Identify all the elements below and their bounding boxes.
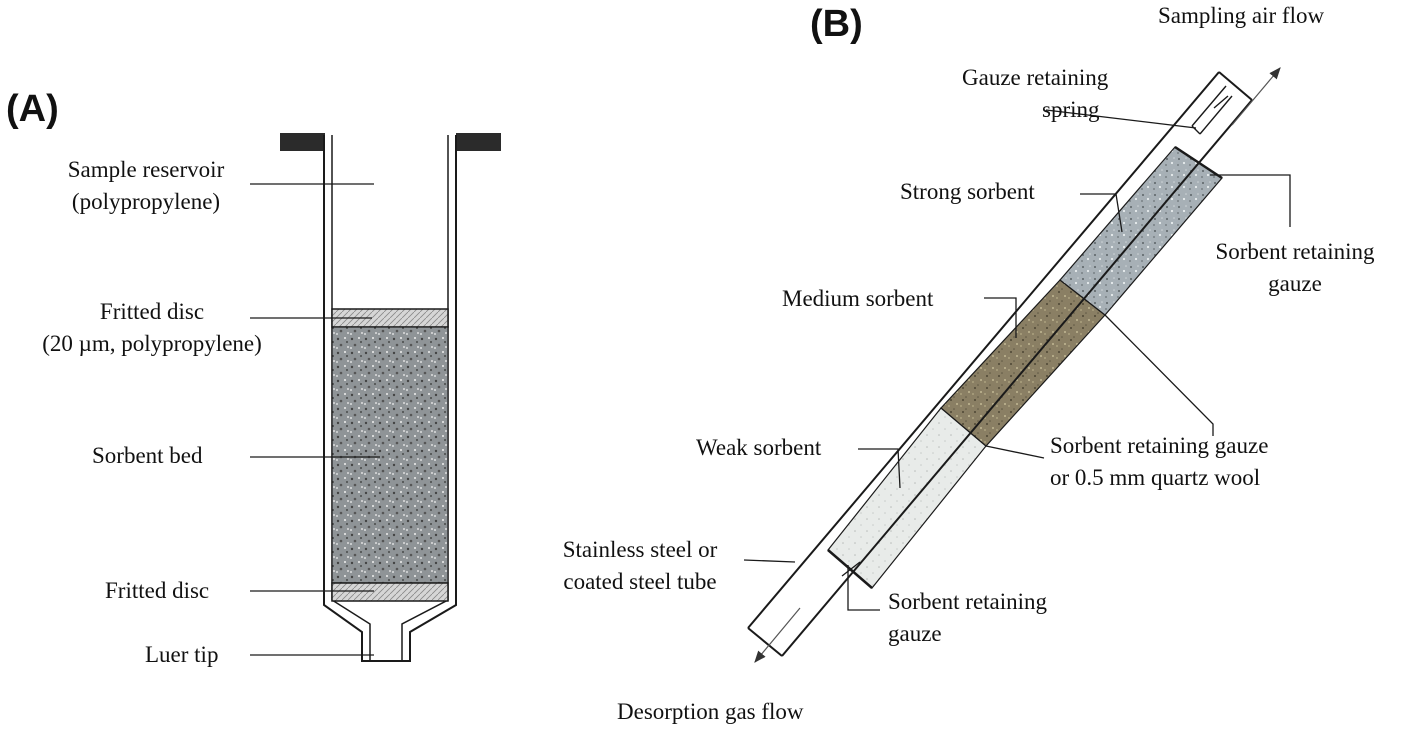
- strong-sorbent-label: Strong sorbent: [900, 179, 1035, 204]
- gauze-top: [1174, 145, 1223, 180]
- leader-steel-tube: [743, 559, 796, 563]
- panel-a-letter: (A): [6, 88, 59, 130]
- cartridge-flange-right: [456, 133, 501, 151]
- gauze-retaining-spring-text-1: Gauze retaining: [962, 65, 1109, 90]
- gauze-retaining-spring-text-2: spring: [1042, 97, 1100, 122]
- luer-tip-label: Luer tip: [145, 642, 219, 667]
- leader-weak-sorbent: [858, 448, 901, 489]
- leader-sorbent-retaining-gauze-gap: [985, 445, 1045, 459]
- sorbent-retaining-gauze-bottom-label: Sorbent retaining gauze: [888, 586, 1047, 650]
- desorption-gas-flow-label: Desorption gas flow: [617, 699, 804, 724]
- tube-wall-left: [747, 71, 1220, 629]
- sorbent-retaining-gauze-mid-label: Sorbent retaining gauze or 0.5 mm quartz…: [1050, 430, 1268, 494]
- sample-reservoir-label: Sample reservoir (polypropylene): [36, 154, 256, 218]
- weak-sorbent-shape: [827, 407, 987, 589]
- cartridge-flange-left: [280, 133, 325, 151]
- leader-gauze-bottom-tick: [841, 561, 861, 577]
- weak-sorbent-label: Weak sorbent: [696, 435, 822, 460]
- steel-tube-text-1: Stainless steel or: [562, 537, 718, 562]
- leader-gauze-retaining-spring: [1045, 109, 1197, 129]
- leader-strong-sorbent: [1080, 193, 1123, 233]
- tube-wall-right: [781, 99, 1253, 657]
- desorption-gas-flow-arrow: [754, 607, 801, 663]
- tube-end-top: [1218, 71, 1253, 101]
- sample-reservoir-material-text: (polypropylene): [71, 189, 221, 214]
- leader-sorbent-retaining-gauze-mid: [1104, 314, 1214, 436]
- gauze-retaining-spring-label: Gauze retaining spring: [962, 62, 1108, 126]
- sorbent-retaining-gauze-bottom-text-1: Sorbent retaining: [888, 589, 1048, 614]
- cartridge-outer-wall: [323, 135, 457, 662]
- sorbent-retaining-gauze-top-text-1: Sorbent retaining: [1215, 239, 1375, 264]
- panel-a-leaders: [250, 183, 380, 656]
- sorbent-retaining-gauze-mid-text-2: or 0.5 mm quartz wool: [1050, 465, 1261, 490]
- sorbent-retaining-gauze-mid-text-1: Sorbent retaining gauze: [1050, 433, 1269, 458]
- sample-reservoir-text: Sample reservoir: [67, 157, 225, 182]
- sorbent-bed-label: Sorbent bed: [92, 443, 203, 468]
- gauze-retaining-spring-shape: [1191, 85, 1233, 135]
- tube-end-bottom: [747, 627, 783, 657]
- sorbent-retaining-gauze-bottom-text-2: gauze: [888, 621, 942, 646]
- sorbent-retaining-gauze-top-text-2: gauze: [1268, 271, 1322, 296]
- leader-sorbent-retaining-gauze-top: [1210, 174, 1291, 227]
- panel-b-leaders: [743, 109, 1291, 611]
- fritted-disc-bottom-shape: [331, 582, 449, 602]
- leader-sorbent-retaining-gauze-bottom: [847, 565, 880, 611]
- spe-cartridge: [280, 133, 501, 662]
- steel-tube-label: Stainless steel or coated steel tube: [530, 534, 750, 598]
- fritted-disc-top-spec-text: (20 µm, polypropylene): [42, 331, 262, 356]
- sampling-air-flow-arrow: [1231, 67, 1281, 126]
- sorbent-bed-shape: [331, 326, 449, 584]
- fritted-disc-top-label: Fritted disc (20 µm, polypropylene): [2, 296, 302, 360]
- steel-tube-text-2: coated steel tube: [563, 569, 717, 594]
- leader-medium-sorbent: [984, 297, 1017, 338]
- fritted-disc-top-text: Fritted disc: [99, 299, 205, 324]
- sorbent-tube: [747, 67, 1281, 663]
- fritted-disc-bottom-label: Fritted disc: [105, 578, 210, 603]
- medium-sorbent-label: Medium sorbent: [782, 286, 934, 311]
- panel-b-letter: (B): [810, 3, 863, 45]
- sorbent-retaining-gauze-top-label: Sorbent retaining gauze: [1186, 236, 1404, 300]
- sampling-air-flow-label: Sampling air flow: [1158, 3, 1325, 28]
